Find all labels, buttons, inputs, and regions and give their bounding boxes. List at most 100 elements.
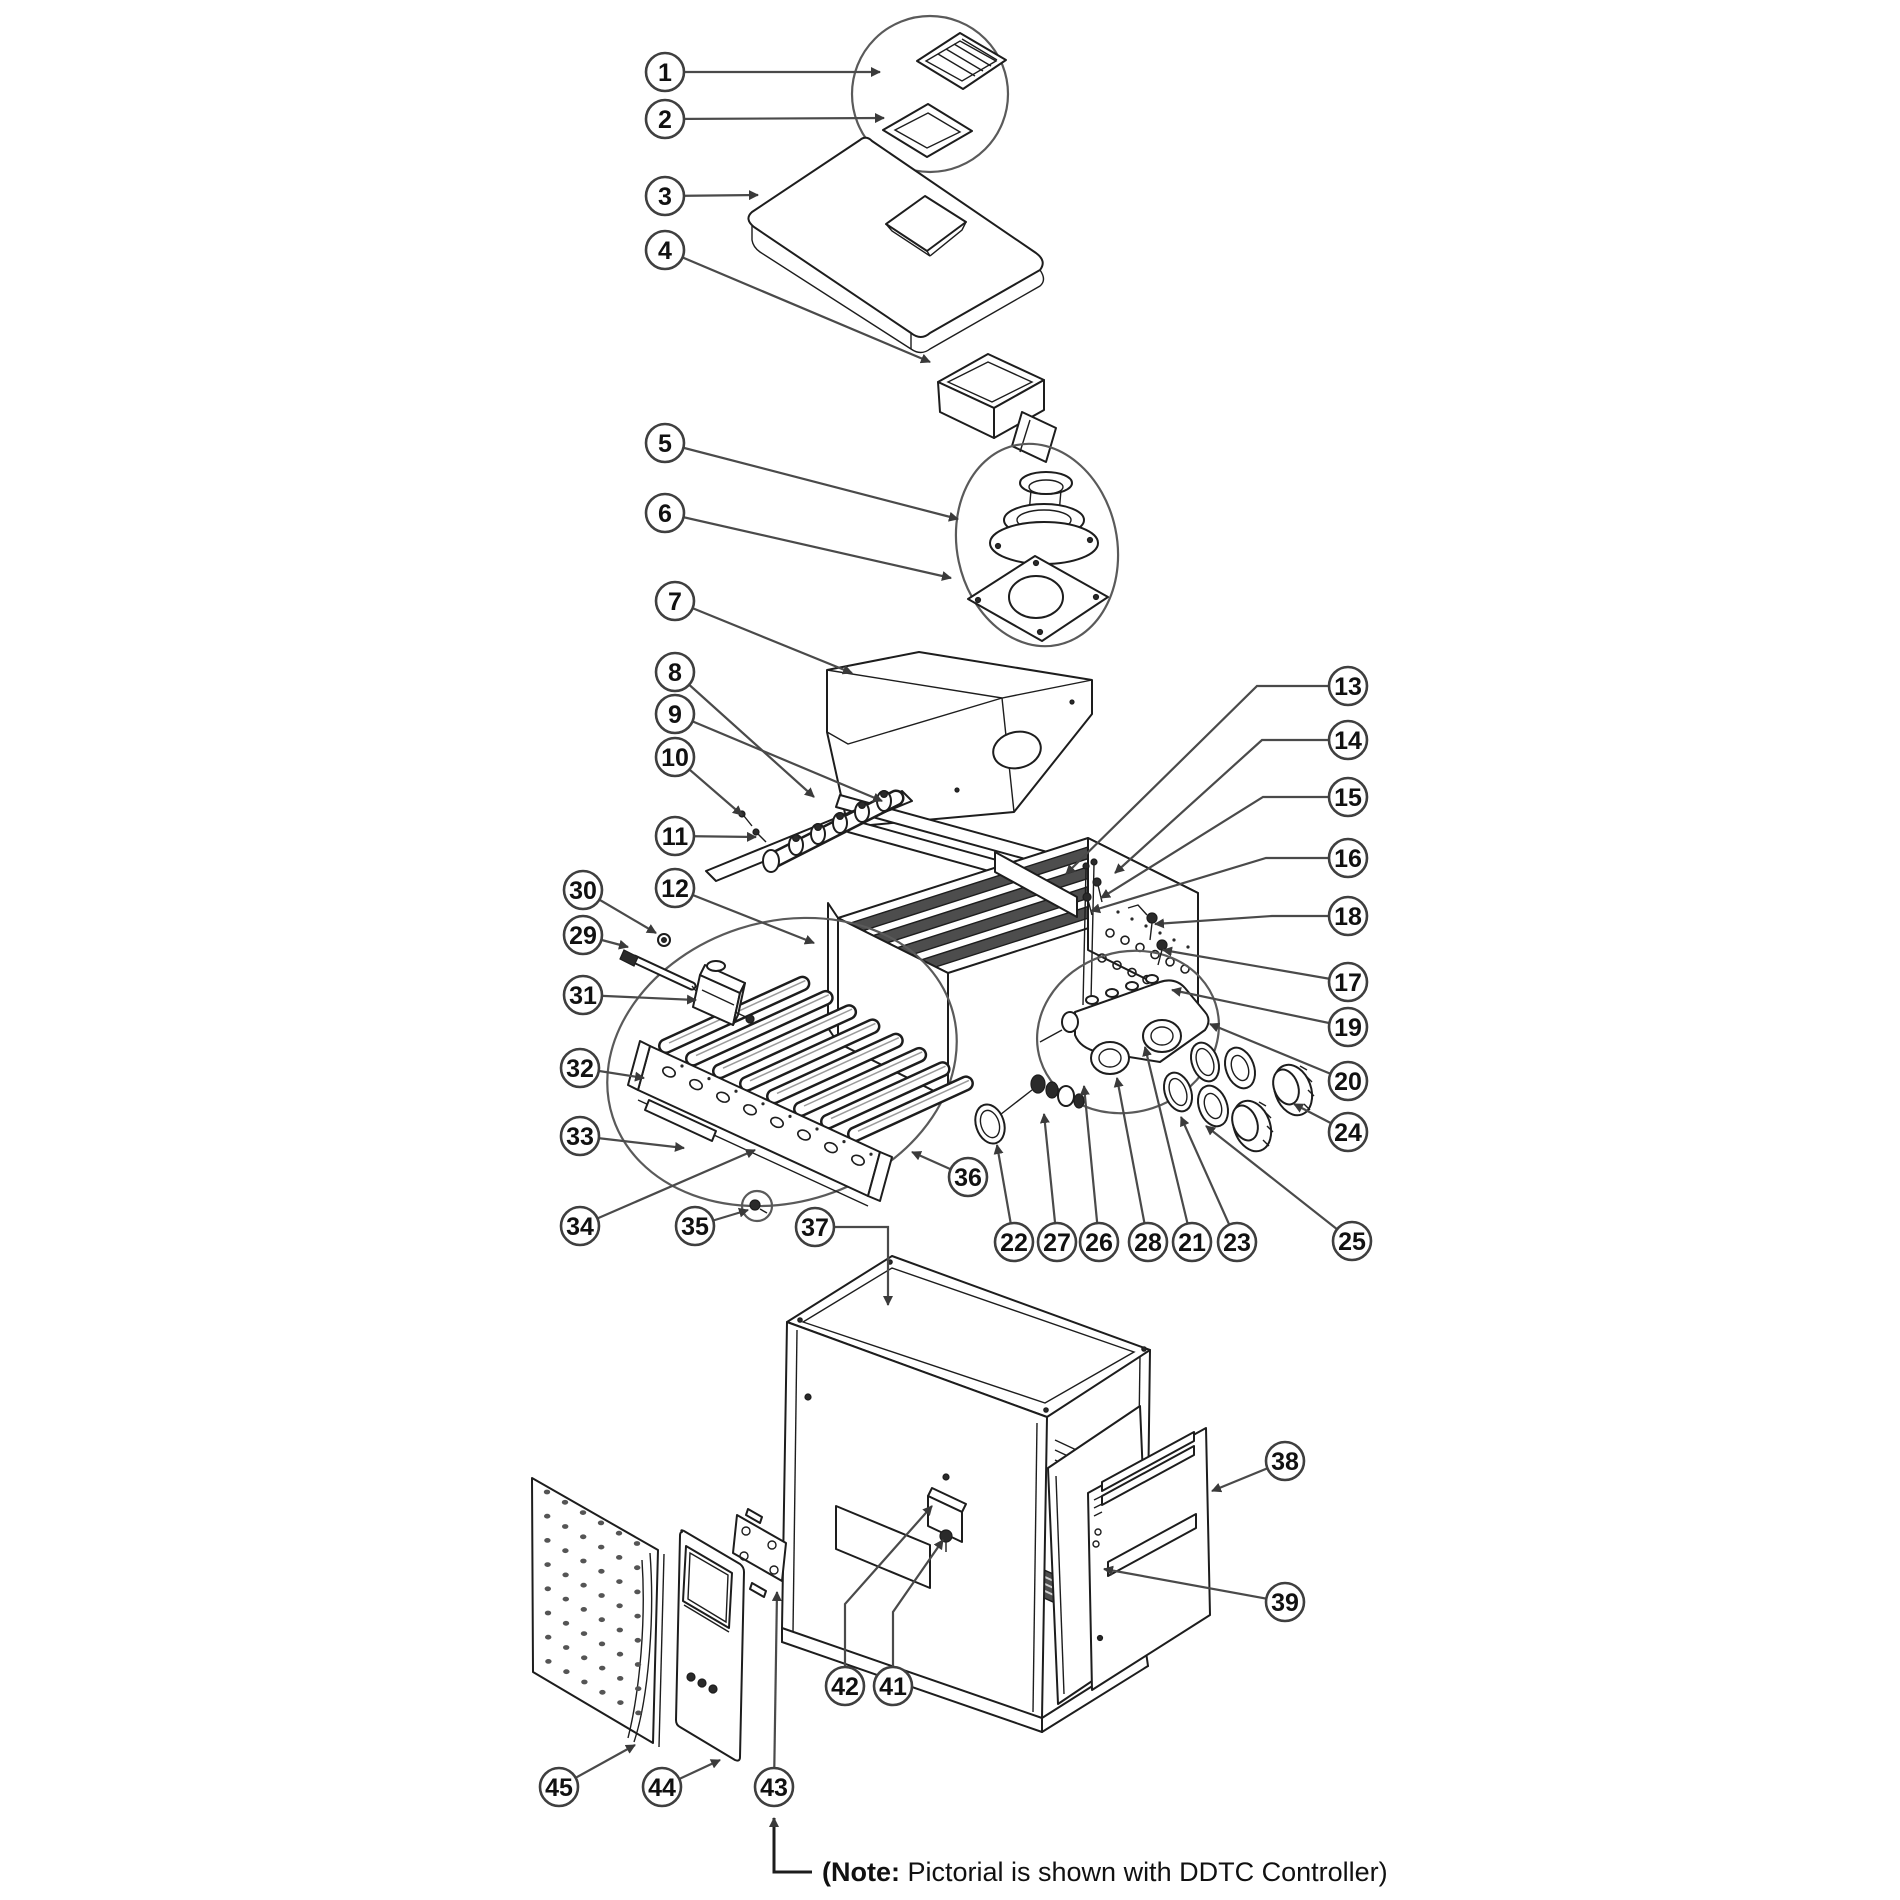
callout-label-26: 26 — [1085, 1229, 1113, 1257]
grille-gasket — [882, 103, 973, 158]
callout-label-24: 24 — [1334, 1119, 1362, 1147]
callout-27 — [1036, 1221, 1078, 1263]
drain-plug-assembly — [995, 1074, 1085, 1119]
callout-35 — [674, 1205, 716, 1247]
callout-label-39: 39 — [1271, 1589, 1299, 1617]
leader-21 — [1142, 1046, 1194, 1243]
leader-28 — [1113, 1077, 1150, 1243]
manifold-valves — [788, 789, 892, 856]
callout-20 — [1327, 1060, 1369, 1102]
callout-45 — [538, 1766, 580, 1808]
callout-19 — [1327, 1006, 1369, 1048]
callout-label-29: 29 — [569, 922, 597, 950]
union-fittings — [1162, 1041, 1315, 1153]
controller-mounting-plate — [732, 1508, 787, 1598]
callout-33 — [559, 1115, 601, 1157]
callout-29 — [562, 914, 604, 956]
callout-label-21: 21 — [1178, 1229, 1206, 1257]
callout-3 — [644, 175, 686, 217]
callout-39 — [1264, 1581, 1306, 1623]
leader-27 — [1039, 1113, 1059, 1243]
side-panel-outer — [1087, 1427, 1211, 1691]
callout-31 — [562, 974, 604, 1016]
callout-1 — [644, 51, 686, 93]
panel-perforations — [543, 1489, 642, 1716]
leader-19 — [1171, 986, 1349, 1029]
top-lid — [747, 136, 1045, 354]
leader-9 — [674, 712, 883, 803]
callout-41 — [872, 1665, 914, 1707]
burner-support-bar — [644, 1099, 717, 1142]
callout-9 — [654, 693, 696, 735]
callout-16 — [1327, 837, 1369, 879]
callout-label-5: 5 — [658, 430, 672, 458]
callout-label-13: 13 — [1334, 673, 1362, 701]
note-text: (Note: Pictorial is shown with DDTC Cont… — [822, 1857, 1388, 1887]
callout-2 — [644, 98, 686, 140]
leader-17 — [1162, 946, 1349, 984]
union-nut-lower — [1231, 1099, 1274, 1153]
leader-14 — [1114, 738, 1348, 874]
callout-label-15: 15 — [1334, 784, 1362, 812]
callout-label-28: 28 — [1134, 1229, 1162, 1257]
callout-label-4: 4 — [658, 237, 672, 265]
callout-18 — [1327, 895, 1369, 937]
leader-13 — [1065, 684, 1348, 875]
callout-5 — [644, 422, 686, 464]
leader-41 — [891, 1539, 944, 1686]
callout-label-31: 31 — [569, 982, 597, 1010]
leader-25 — [1205, 1125, 1353, 1242]
leader-2 — [664, 113, 885, 124]
leader-43 — [771, 1591, 782, 1788]
callout-4 — [644, 229, 686, 271]
callout-label-8: 8 — [668, 659, 682, 687]
leader-12 — [674, 886, 815, 945]
leader-37 — [815, 1225, 893, 1306]
callout-label-45: 45 — [545, 1774, 573, 1802]
leader-23 — [1179, 1116, 1239, 1243]
callout-label-37: 37 — [801, 1214, 829, 1242]
callout-label-11: 11 — [662, 823, 689, 851]
callout-11 — [654, 815, 696, 857]
combustion-hood — [826, 651, 1093, 828]
callout-44 — [641, 1766, 683, 1808]
callout-label-1: 1 — [658, 59, 672, 87]
leader-20 — [1209, 1022, 1349, 1083]
top-detail-bubble — [850, 14, 1010, 174]
louvered-front-panel — [531, 1477, 665, 1748]
flue-collector — [937, 353, 1057, 463]
callout-14 — [1327, 719, 1369, 761]
callout-label-42: 42 — [831, 1673, 859, 1701]
callout-10 — [654, 736, 696, 778]
callout-28 — [1127, 1221, 1169, 1263]
callout-6 — [644, 492, 686, 534]
callout-label-19: 19 — [1334, 1014, 1362, 1042]
callout-36 — [947, 1156, 989, 1198]
callout-label-12: 12 — [661, 875, 689, 903]
pilot-assembly — [619, 933, 704, 1005]
callout-17 — [1327, 961, 1369, 1003]
callouts: 1234567891011121314151618171920242523212… — [538, 51, 1373, 1808]
callout-label-38: 38 — [1271, 1448, 1299, 1476]
drain-cap — [974, 1103, 1006, 1145]
callout-label-6: 6 — [658, 500, 672, 528]
gas-manifold — [705, 789, 913, 882]
leader-26 — [1079, 1085, 1101, 1243]
burner-grommet-detail — [740, 1189, 774, 1223]
callout-label-36: 36 — [954, 1164, 982, 1192]
callout-label-10: 10 — [661, 744, 689, 772]
callout-label-35: 35 — [681, 1213, 709, 1241]
callout-21 — [1171, 1221, 1213, 1263]
callout-25 — [1331, 1220, 1373, 1262]
callout-label-3: 3 — [658, 183, 672, 211]
callout-label-18: 18 — [1334, 903, 1362, 931]
callout-15 — [1327, 776, 1369, 818]
callout-23 — [1216, 1221, 1258, 1263]
vent-grille — [916, 32, 1007, 90]
leader-8 — [674, 671, 815, 798]
callout-label-25: 25 — [1338, 1228, 1366, 1256]
callout-32 — [559, 1047, 601, 1089]
callout-label-23: 23 — [1223, 1229, 1251, 1257]
callout-label-22: 22 — [1000, 1229, 1028, 1257]
